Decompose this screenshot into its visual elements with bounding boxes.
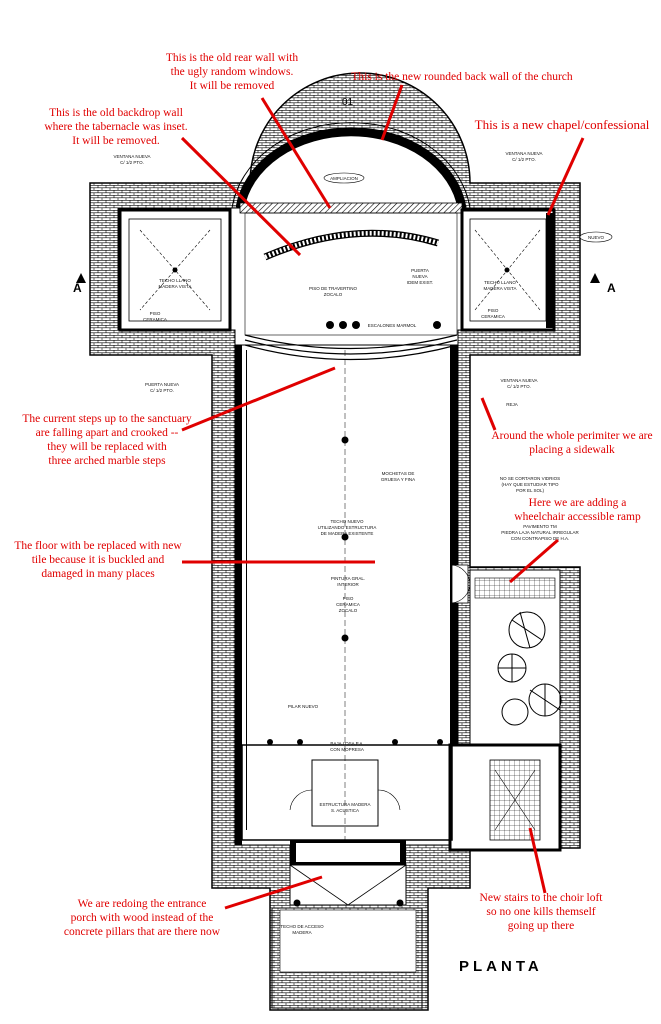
entrance-porch	[271, 864, 423, 1009]
plan-title: PLANTA	[459, 958, 543, 975]
plan-label-pintura: PINTURA GRAL.INTERIOR	[331, 576, 365, 587]
annotation-choir-stairs: New stairs to the choir loft so no one k…	[479, 892, 603, 932]
nave-walls	[235, 344, 458, 845]
plan-label-reja: REJA	[506, 402, 518, 407]
annotation-chapel-confessional: This is a new chapel/confessional	[474, 117, 650, 132]
section-markers: A A 01	[73, 97, 616, 295]
marble-steps	[244, 334, 458, 361]
choir-stairs-area	[448, 743, 562, 852]
annotation-old-backdrop-wall: This is the old backdrop wall where the …	[44, 107, 188, 147]
annotation-wheelchair-ramp: Here we are adding a wheelchair accessib…	[514, 497, 641, 523]
annotation-old-rear-wall: This is the old rear wall with the ugly …	[165, 52, 299, 92]
plan-label-baja-losa: BAJA LOSA P.A.CON MOPRESA	[330, 741, 364, 752]
annotation-entrance-porch: We are redoing the entrance porch with w…	[63, 898, 221, 938]
annotation-rounded-back-wall: This is the new rounded back wall of the…	[351, 71, 573, 83]
right-side-room	[460, 208, 556, 332]
nave-axis	[341, 350, 349, 870]
garden-ramp-area	[469, 569, 562, 746]
svg-text:01: 01	[342, 97, 354, 108]
old-rear-wall	[239, 202, 463, 214]
annotation-floor: The floor with be replaced with new tile…	[14, 540, 182, 580]
annotation-leaders	[180, 84, 585, 910]
svg-text:A: A	[73, 281, 82, 295]
nuevo-tag: NUEVO	[588, 235, 605, 240]
plan-label-escalones: ESCALONES MARMOL	[368, 323, 417, 328]
annotation-sanctuary-steps: The current steps up to the sanctuary ar…	[22, 413, 192, 467]
annotation-sidewalk: Around the whole perimiter we are placin…	[491, 430, 653, 456]
sanctuary	[244, 212, 458, 336]
side-door	[451, 564, 471, 604]
left-side-room	[118, 208, 232, 332]
apse-wall	[235, 127, 467, 209]
plan-label-pilar-nuevo: PILAR NUEVO	[288, 704, 319, 709]
ampliacion-tag: AMPLIACION	[330, 176, 358, 181]
svg-text:A: A	[607, 281, 616, 295]
entrance-vestibule	[241, 739, 453, 865]
plan-label-no-cortar: NO SE CORTARON VIDRIOS(HAY QUE ESTUDIAR …	[500, 476, 560, 493]
altar-posts	[326, 321, 441, 329]
